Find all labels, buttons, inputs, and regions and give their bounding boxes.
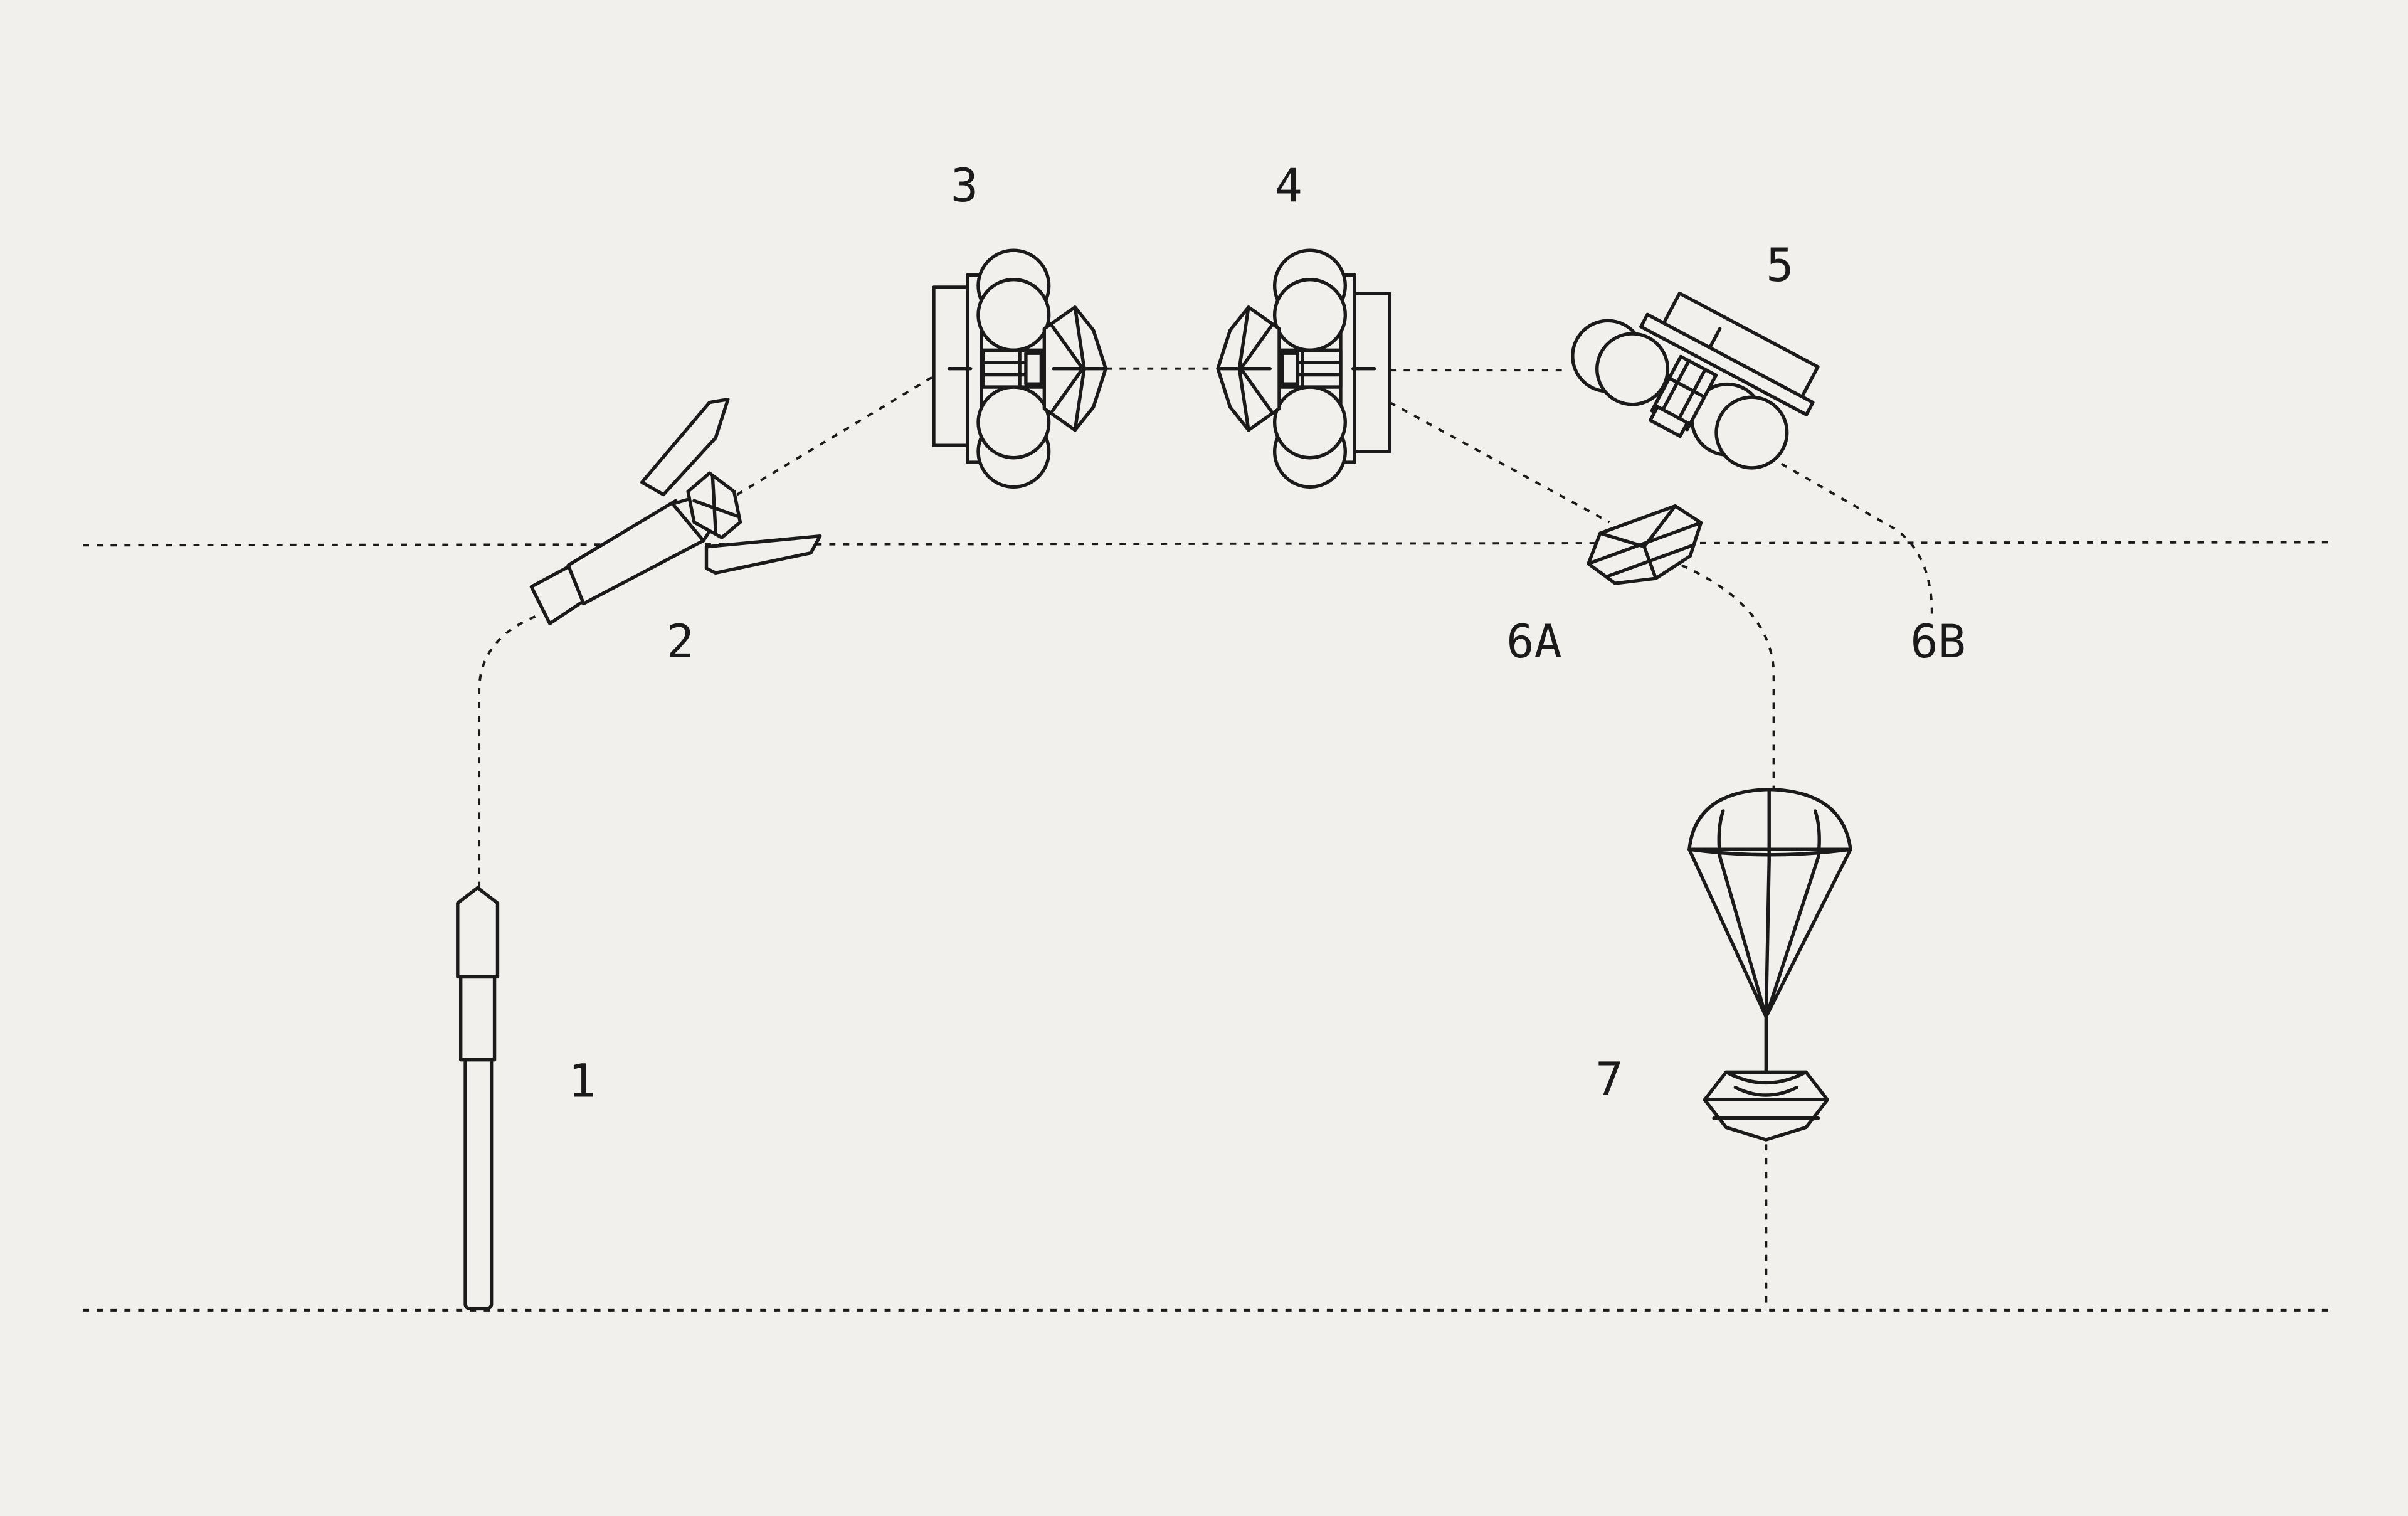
trajectory-service-module-disposal [1780,462,1933,615]
trajectory-launch-to-separation [478,613,541,888]
stage-label-5: 5 [1766,239,1793,292]
stage-label-6a: 6A [1506,615,1561,669]
stage-label-7: 7 [1595,1053,1623,1106]
stage-separation-icon [529,398,822,625]
spacecraft-reoriented-icon [1216,248,1392,489]
rocket-on-pad-icon [456,886,500,1311]
crew-capsule-icon [1587,504,1703,585]
spacecraft-in-orbit-icon [932,248,1107,489]
atmosphere-boundary-line [83,541,2328,547]
stage-label-4: 4 [1275,159,1302,213]
service-module-icon [1571,291,1820,470]
trajectory-capsule-separation [1389,401,1610,524]
parachute-descent-icon [1687,788,1852,1142]
stage-label-3: 3 [951,159,978,213]
stage-label-1: 1 [568,1054,596,1108]
trajectory-separation-to-orbit [736,375,934,496]
stage-label-6b: 6B [1910,615,1965,669]
trajectory-capsule-reentry [1681,564,1775,792]
stage-label-2: 2 [667,615,694,669]
